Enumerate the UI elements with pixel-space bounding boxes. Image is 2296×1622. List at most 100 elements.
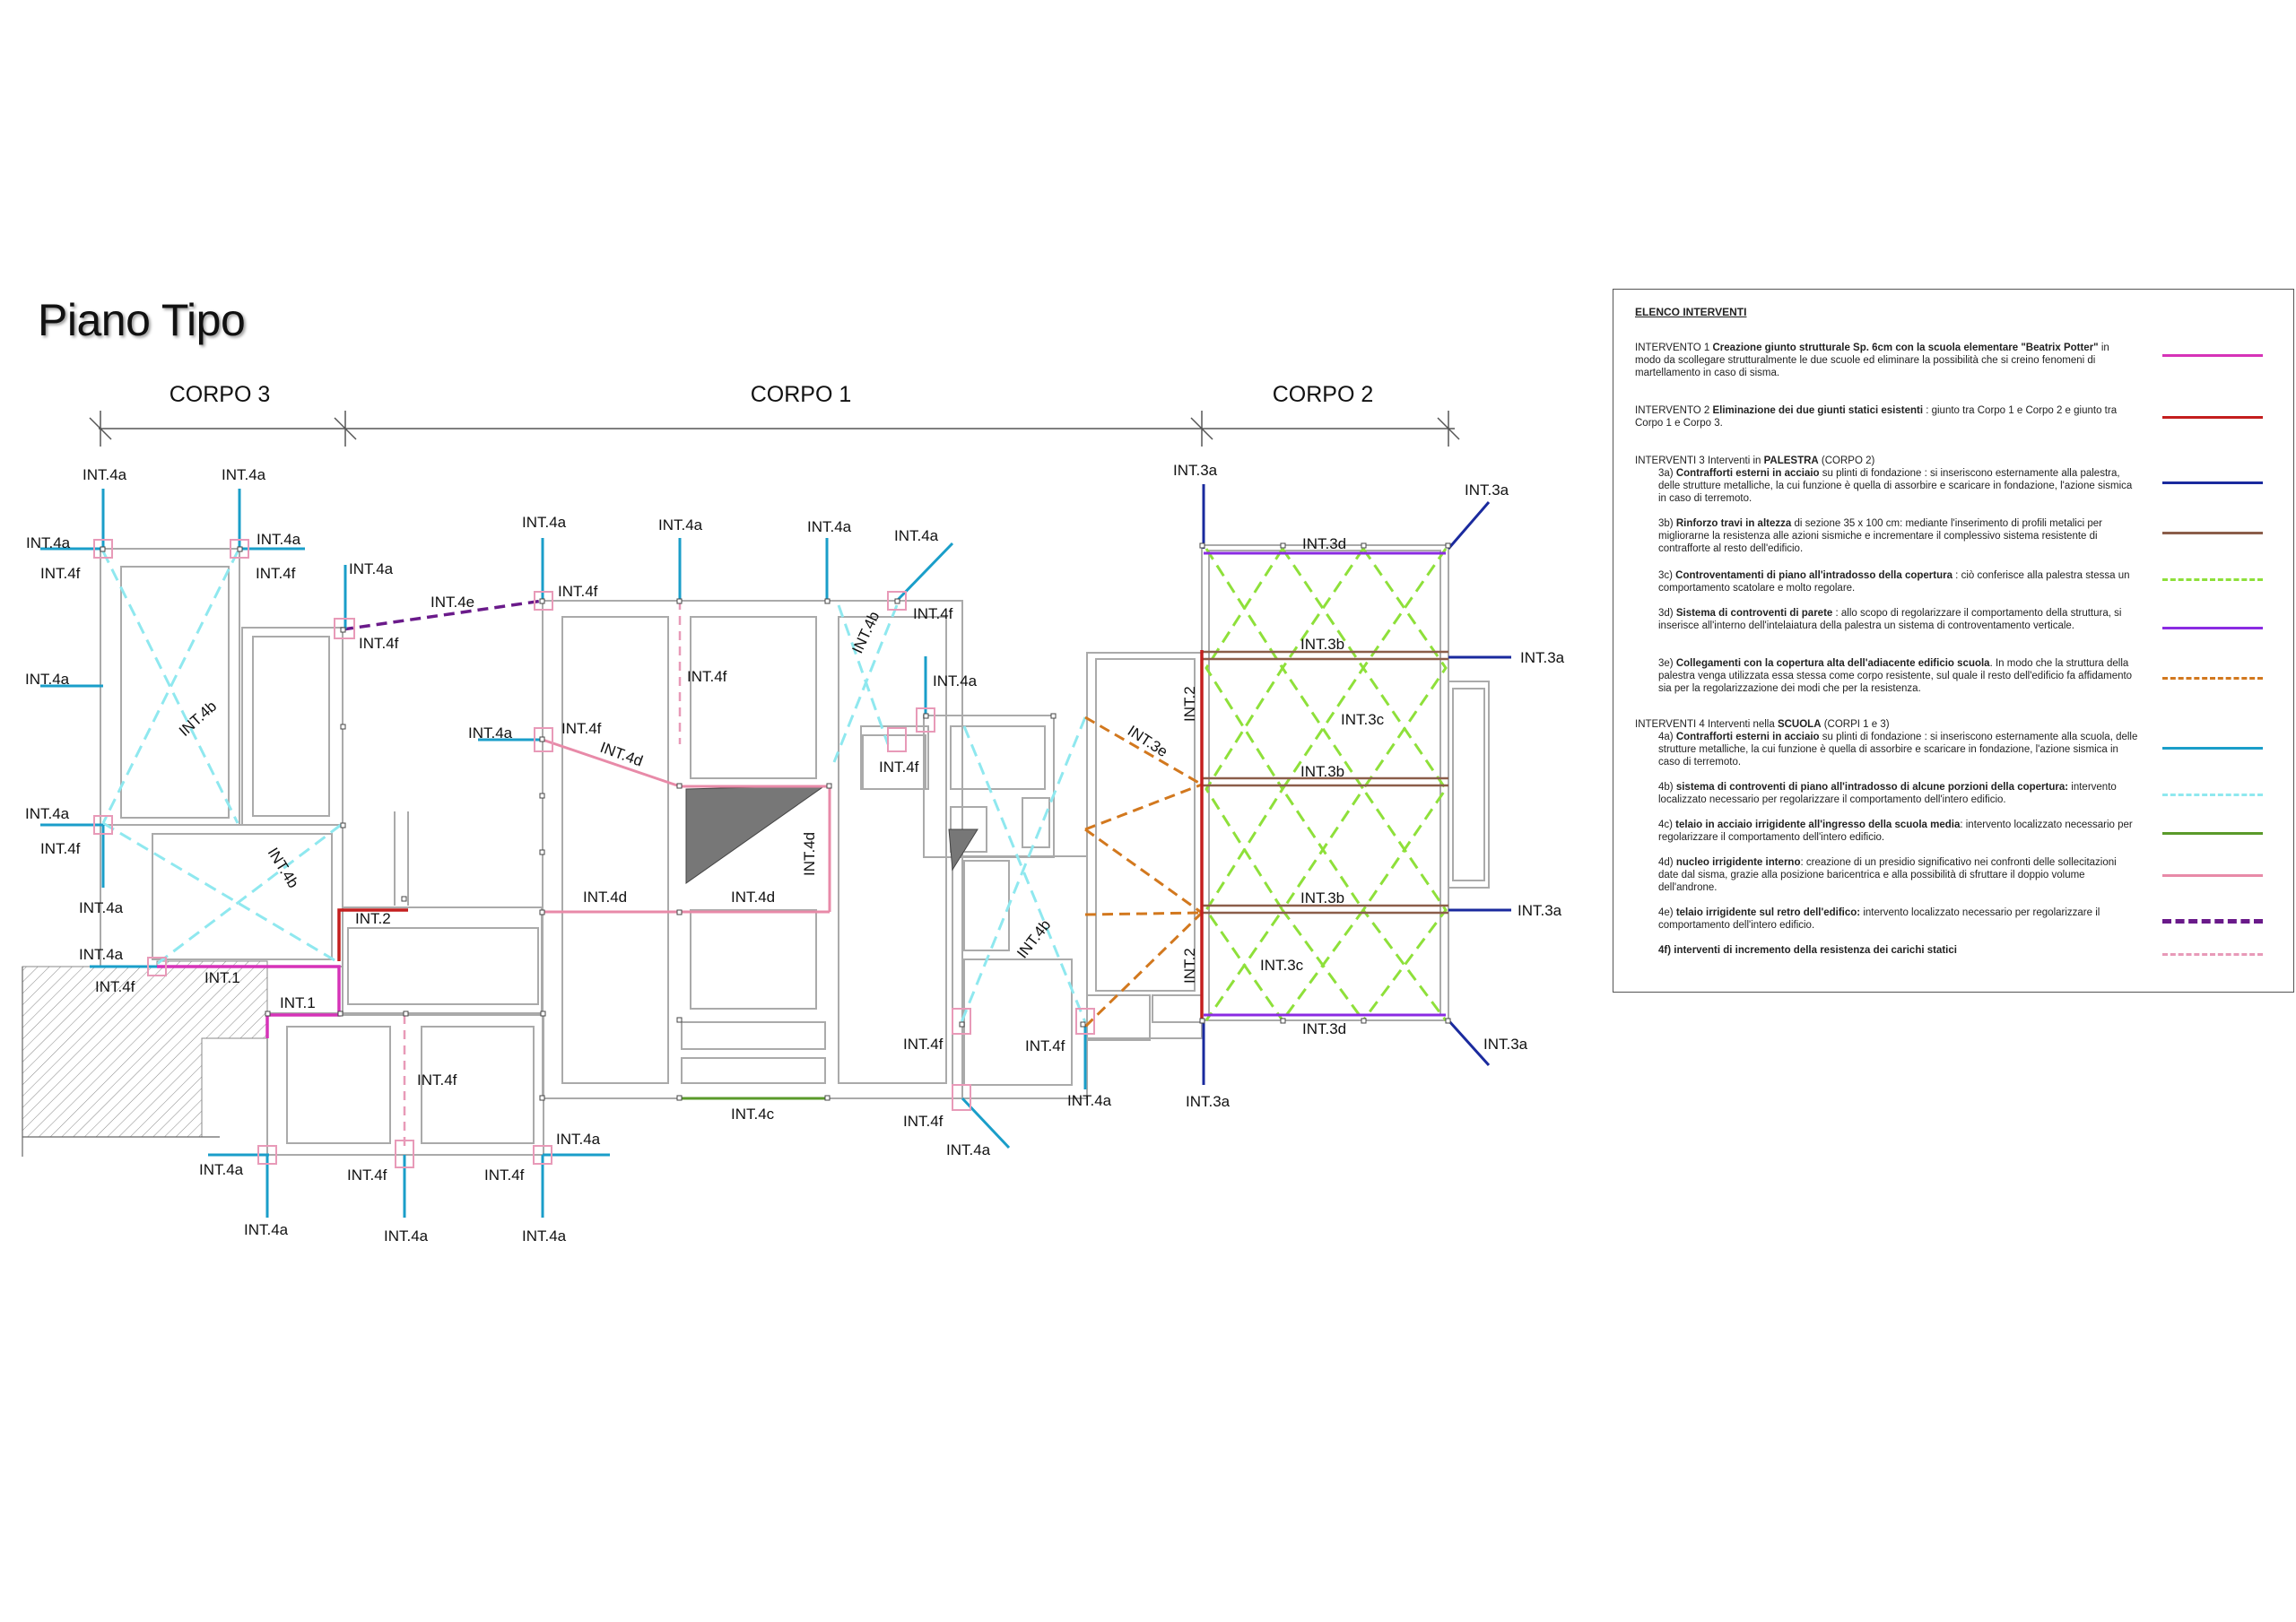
svg-text:INT.4a: INT.4a: [946, 1141, 991, 1158]
int3a-buttresses: [1202, 484, 1511, 1085]
svg-text:INT.4f: INT.4f: [40, 840, 81, 857]
int2-joints: [337, 650, 1204, 1022]
corpo-2-label: CORPO 2: [1273, 382, 1374, 407]
svg-text:INT.4f: INT.4f: [687, 668, 727, 685]
svg-text:INT.4a: INT.4a: [384, 1227, 429, 1245]
svg-text:INT.4a: INT.4a: [199, 1161, 244, 1178]
legend-entry-int4f: 4f) interventi di incremento della resis…: [1658, 945, 1957, 956]
svg-text:INT.4f: INT.4f: [558, 583, 598, 600]
legend-entry-int3b: 3b) Rinforzo travi in altezza di sezione…: [1658, 518, 2102, 554]
legend-entry-int3a: 3a) Contrafforti esterni in acciaio su p…: [1658, 468, 2133, 504]
corpo-3-label: CORPO 3: [170, 382, 271, 407]
svg-text:INT.3a: INT.3a: [1173, 462, 1218, 479]
svg-text:INT.4f: INT.4f: [347, 1167, 387, 1184]
int4f-labels: INT.4f INT.4f INT.4f INT.4f INT.4f INT.4…: [40, 565, 1065, 1184]
svg-text:INT.4d: INT.4d: [801, 832, 818, 876]
svg-text:INT.4f: INT.4f: [903, 1036, 944, 1053]
int4d-core: [542, 738, 831, 914]
svg-text:INT.3a: INT.3a: [1186, 1093, 1231, 1110]
legend-entry-int3: INTERVENTI 3 Interventi in PALESTRA (COR…: [1635, 455, 1875, 466]
legend-entry-int4d: 4d) nucleo irrigidente interno: creazion…: [1658, 857, 2117, 893]
svg-text:INT.4a: INT.4a: [257, 531, 301, 548]
svg-text:INT.3a: INT.3a: [1518, 902, 1562, 919]
svg-text:INT.4f: INT.4f: [417, 1071, 457, 1089]
svg-text:INT.4c: INT.4c: [731, 1106, 775, 1123]
svg-text:INT.3a: INT.3a: [1520, 649, 1565, 666]
svg-text:INT.4e: INT.4e: [430, 594, 474, 611]
svg-text:INT.4a: INT.4a: [1067, 1092, 1112, 1109]
svg-text:INT.4a: INT.4a: [894, 527, 939, 544]
svg-text:INT.4b: INT.4b: [176, 698, 220, 740]
svg-text:INT.3b: INT.3b: [1300, 889, 1344, 906]
legend-swatch-int3d: [2162, 627, 2263, 629]
legend-swatch-int2: [2162, 416, 2263, 419]
legend-swatch-int4a: [2162, 747, 2263, 750]
int3c-braces: [1205, 548, 1448, 1021]
int4b-braces: [101, 551, 1087, 1023]
svg-text:INT.2: INT.2: [355, 910, 391, 927]
svg-text:INT.4a: INT.4a: [468, 724, 513, 742]
svg-text:INT.4a: INT.4a: [522, 514, 567, 531]
svg-text:INT.4a: INT.4a: [933, 672, 978, 690]
svg-text:INT.4a: INT.4a: [79, 946, 124, 963]
svg-text:INT.4f: INT.4f: [359, 635, 399, 652]
legend-entry-int4b: 4b) sistema di controventi di piano all'…: [1658, 782, 2117, 805]
legend-entry-int3d: 3d) Sistema di controventi di parete : a…: [1658, 608, 2122, 631]
svg-text:INT.3b: INT.3b: [1300, 763, 1344, 780]
legend-swatch-int4f: [2162, 953, 2263, 956]
int4a-labels: INT.4a INT.4a INT.4a INT.4a INT.4a INT.4…: [25, 466, 1112, 1245]
legend-swatch-int4c: [2162, 832, 2263, 835]
int4f-markers: [93, 539, 1095, 1168]
page-title: Piano Tipo: [38, 295, 246, 345]
svg-text:INT.4f: INT.4f: [903, 1113, 944, 1130]
svg-text:INT.2: INT.2: [1181, 948, 1198, 984]
svg-text:INT.3b: INT.3b: [1300, 636, 1344, 653]
svg-text:INT.2: INT.2: [1181, 686, 1198, 722]
svg-text:INT.1: INT.1: [280, 994, 316, 1011]
svg-text:INT.3d: INT.3d: [1302, 535, 1346, 552]
svg-text:INT.4d: INT.4d: [731, 889, 775, 906]
legend-swatch-int3a: [2162, 481, 2263, 484]
svg-text:INT.4a: INT.4a: [79, 899, 124, 916]
corpo-1-label: CORPO 1: [751, 382, 852, 407]
legend-swatch-int4d: [2162, 874, 2263, 877]
svg-text:INT.4d: INT.4d: [583, 889, 627, 906]
svg-text:INT.4a: INT.4a: [349, 560, 394, 577]
svg-text:INT.4a: INT.4a: [522, 1227, 567, 1245]
legend-header: ELENCO INTERVENTI: [1635, 306, 1747, 318]
svg-text:INT.4a: INT.4a: [25, 671, 70, 688]
legend-panel: ELENCO INTERVENTI INTERVENTO 1 Creazione…: [1613, 289, 2294, 993]
svg-text:INT.4a: INT.4a: [83, 466, 127, 483]
legend-entry-int4c: 4c) telaio in acciaio irrigidente all'in…: [1658, 820, 2133, 843]
svg-text:INT.4f: INT.4f: [913, 605, 953, 622]
svg-text:INT.4f: INT.4f: [879, 759, 919, 776]
svg-text:INT.4f: INT.4f: [95, 978, 135, 995]
legend-swatch-int3c: [2162, 578, 2263, 581]
svg-text:INT.4f: INT.4f: [256, 565, 296, 582]
svg-text:INT.3a: INT.3a: [1483, 1036, 1528, 1053]
int3b-beams: [1202, 650, 1448, 915]
svg-text:INT.3d: INT.3d: [1302, 1020, 1346, 1037]
svg-text:INT.4a: INT.4a: [658, 516, 703, 533]
column-markers: [100, 542, 1451, 1101]
svg-text:INT.3c: INT.3c: [1260, 957, 1304, 974]
legend-swatch-int4e: [2162, 919, 2263, 924]
svg-text:INT.4a: INT.4a: [26, 534, 71, 551]
legend-entry-int1: INTERVENTO 1 Creazione giunto struttural…: [1635, 343, 2109, 378]
misc-labels: INT.4e INT.4d INT.4d INT.4c INT.2 INT.1 …: [204, 594, 775, 1123]
legend-swatch-int1: [2162, 354, 2263, 357]
svg-text:INT.3a: INT.3a: [1465, 481, 1509, 499]
legend-entry-int3c: 3c) Controventamenti di piano all'intrad…: [1658, 570, 2130, 594]
legend-entry-int4: INTERVENTI 4 Interventi nella SCUOLA (CO…: [1635, 719, 1890, 730]
svg-text:INT.4f: INT.4f: [1025, 1037, 1065, 1054]
int3-labels: INT.3d INT.3b INT.3c INT.3b INT.3b INT.3…: [1260, 535, 1385, 1037]
int3a-labels: INT.3a INT.3a INT.3a INT.3a INT.3a INT.3…: [1173, 462, 1565, 1110]
stair-shading: [685, 785, 978, 884]
svg-text:INT.4a: INT.4a: [244, 1221, 289, 1238]
svg-text:INT.4f: INT.4f: [40, 565, 81, 582]
svg-text:INT.4a: INT.4a: [222, 466, 266, 483]
floor-plan-drawing: CORPO 3 CORPO 1 CORPO 2: [22, 382, 1565, 1245]
dimension-line: [89, 411, 1460, 447]
int3e-links: [1083, 716, 1204, 1028]
legend-entry-int2: INTERVENTO 2 Eliminazione dei due giunti…: [1635, 405, 2118, 429]
